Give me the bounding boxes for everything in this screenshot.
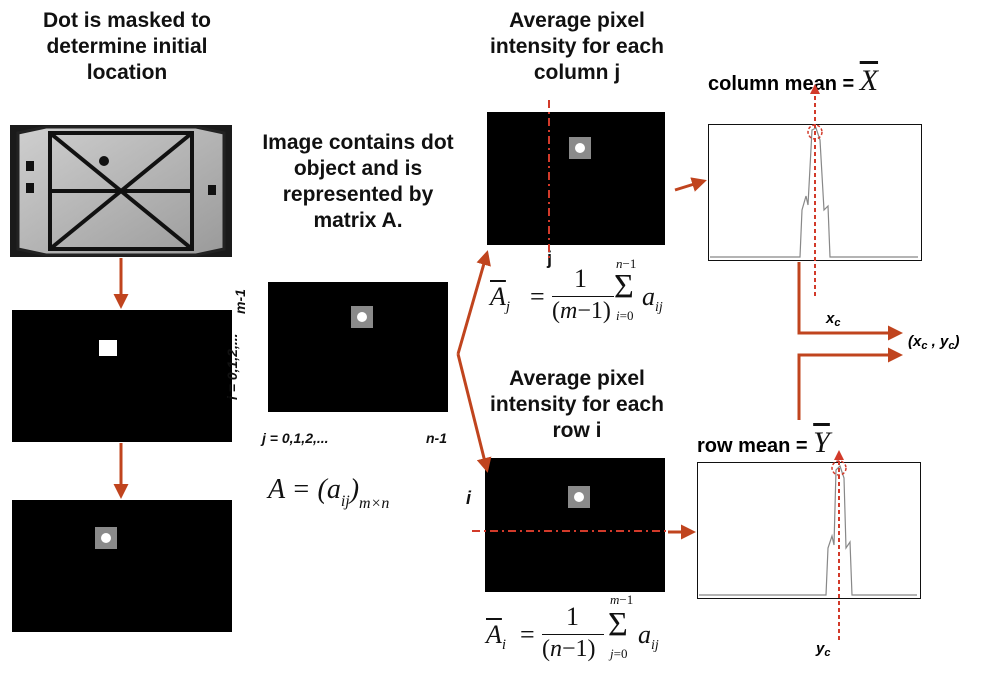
row-image	[485, 458, 665, 592]
heading-masked: Dot is masked to determine initial locat…	[42, 9, 212, 84]
row-mean-trace	[699, 464, 917, 596]
row-mean-formula: Ai = 1 (n−1) m−1 Σ j=0 aij	[486, 592, 659, 662]
dot-object	[95, 527, 117, 549]
centroid-result: (xc , yc)	[908, 333, 960, 352]
matrix-image	[268, 282, 448, 412]
row-mean-plot	[697, 462, 921, 599]
column-mean-formula: Aj = 1 (m−1) n−1 Σ i=0 aij	[490, 256, 663, 324]
column-image	[487, 112, 665, 245]
arrow-to-row-image	[456, 353, 492, 473]
target-grid-drawing	[16, 125, 226, 257]
xc-label: xc	[826, 310, 841, 329]
dot-object	[351, 306, 373, 328]
heading-col-avg: Average pixel intensity for each column …	[490, 9, 664, 84]
arrow-to-column-plot	[674, 177, 707, 192]
heading-image: Image contains dot object and is represe…	[262, 131, 454, 232]
mask-square	[99, 340, 117, 356]
matrix-definition: A = (aij)m×n	[268, 474, 390, 512]
dot-object	[568, 486, 590, 508]
yc-connector	[797, 347, 903, 420]
col-index-range: j = 0,1,2,...	[262, 430, 329, 446]
dot-object	[569, 137, 591, 159]
dot-location-image	[12, 500, 232, 632]
xc-connector	[797, 262, 903, 341]
target-grid-image	[10, 125, 232, 257]
col-index-max: n-1	[426, 430, 447, 446]
row-i-label: i	[466, 488, 472, 508]
heading-row-avg: Average pixel intensity for each row i	[490, 367, 664, 442]
arrow-to-column-image	[456, 250, 491, 355]
yc-label: yc	[816, 640, 831, 659]
masked-image	[12, 310, 232, 442]
column-mean-trace	[710, 127, 918, 258]
row-mean-title: row mean = Y	[697, 426, 830, 459]
